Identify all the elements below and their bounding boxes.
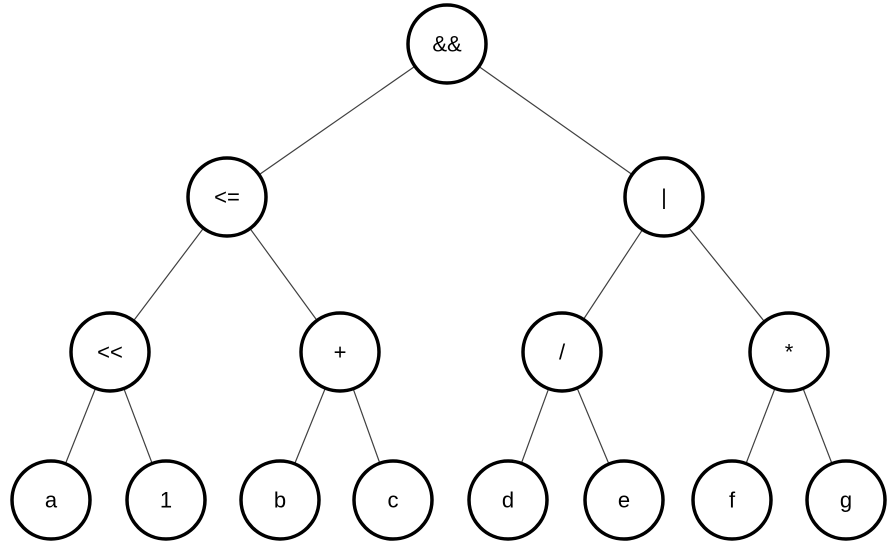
tree-node-label-b: b [274, 488, 286, 513]
tree-node-shl: << [69, 311, 151, 393]
tree-node-circle-d [467, 459, 549, 541]
tree-node-circle-c [352, 459, 434, 541]
tree-node-circle-e [583, 459, 665, 541]
tree-node-label-and: && [432, 32, 462, 57]
tree-node-mul: * [748, 311, 830, 393]
tree-nodes-layer: && <= | << + / * a 1 b c d e f g [10, 3, 887, 541]
tree-node-b: b [239, 459, 321, 541]
tree-node-label-e: e [618, 488, 630, 513]
tree-node-label-a: a [45, 488, 58, 513]
tree-node-f: f [691, 459, 773, 541]
tree-node-circle-b [239, 459, 321, 541]
tree-node-circle-le [186, 156, 268, 238]
tree-node-d: d [467, 459, 549, 541]
tree-node-label-div: / [559, 340, 566, 365]
tree-node-label-one: 1 [160, 488, 172, 513]
tree-node-label-shl: << [97, 340, 123, 365]
tree-node-label-mul: * [785, 340, 794, 365]
tree-node-circle-f [691, 459, 773, 541]
tree-edge-and-or [446, 43, 665, 198]
tree-node-label-c: c [388, 488, 399, 513]
tree-edges-layer [50, 43, 847, 501]
tree-node-circle-shl [69, 311, 151, 393]
tree-node-one: 1 [125, 459, 207, 541]
tree-node-and: && [406, 3, 488, 85]
tree-node-circle-div [521, 311, 603, 393]
tree-node-label-plus: + [334, 340, 347, 365]
tree-node-circle-or [623, 156, 705, 238]
tree-node-a: a [10, 459, 92, 541]
tree-node-circle-g [805, 459, 887, 541]
tree-node-label-le: <= [214, 185, 240, 210]
tree-node-label-f: f [729, 488, 736, 513]
tree-node-e: e [583, 459, 665, 541]
tree-node-label-or: | [661, 185, 667, 210]
tree-node-le: <= [186, 156, 268, 238]
tree-node-label-g: g [840, 488, 852, 513]
tree-node-circle-one [125, 459, 207, 541]
tree-node-circle-and [406, 3, 488, 85]
tree-node-circle-plus [299, 311, 381, 393]
tree-node-g: g [805, 459, 887, 541]
tree-node-div: / [521, 311, 603, 393]
tree-node-c: c [352, 459, 434, 541]
tree-node-circle-mul [748, 311, 830, 393]
tree-edge-and-le [226, 43, 448, 198]
tree-node-label-d: d [502, 488, 514, 513]
tree-node-circle-a [10, 459, 92, 541]
tree-node-or: | [623, 156, 705, 238]
tree-node-plus: + [299, 311, 381, 393]
